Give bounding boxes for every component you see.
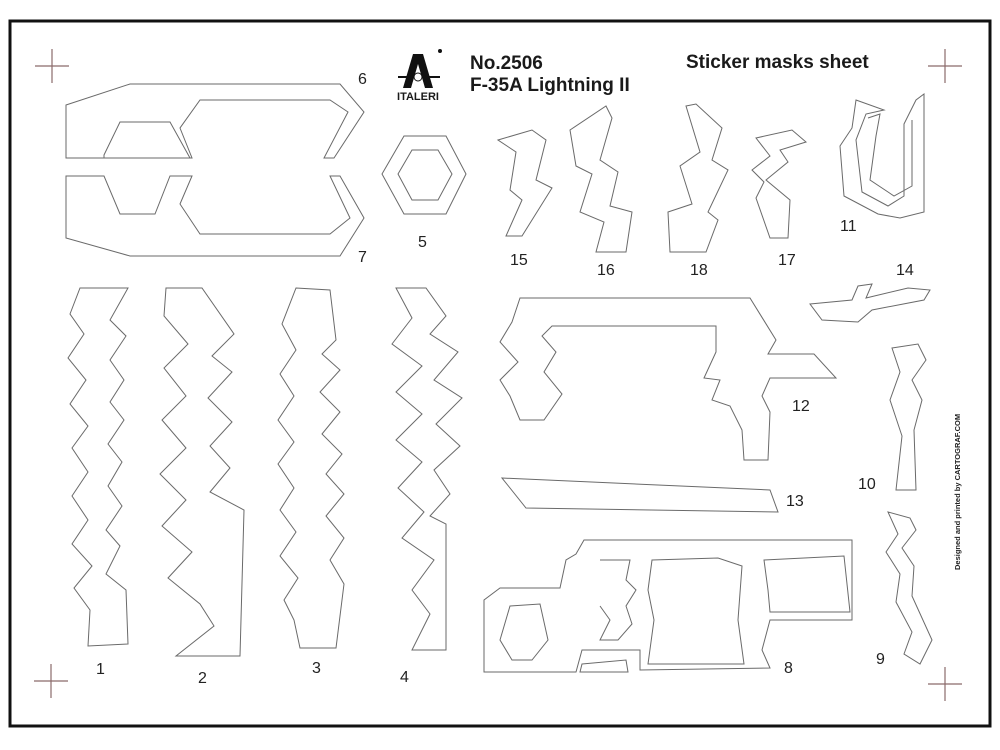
mask-8: 8 <box>483 539 853 677</box>
mask-12: 12 <box>499 297 838 461</box>
mask-14: 14 <box>809 262 931 323</box>
mask-label: 16 <box>597 262 615 279</box>
mask-15: 15 <box>496 129 553 269</box>
mask-3: 3 <box>277 287 345 677</box>
mask-label: 11 <box>840 218 857 235</box>
mask-label: 13 <box>786 493 804 510</box>
mask-17: 17 <box>751 129 808 269</box>
mask-label: 15 <box>510 252 528 269</box>
mask-label: 2 <box>198 670 207 687</box>
mask-label: 1 <box>96 661 105 678</box>
mask-label: 18 <box>690 262 708 279</box>
mask-18: 18 <box>667 103 729 279</box>
brand-text: ITALERI <box>397 91 439 103</box>
registration-marks <box>34 49 962 701</box>
mask-label: 8 <box>784 660 793 677</box>
mask-1: 1 <box>67 287 129 678</box>
sheet-border <box>8 19 992 728</box>
mask-label: 17 <box>778 252 796 269</box>
mask-label: 3 <box>312 660 321 677</box>
mask-label: 7 <box>358 249 367 266</box>
mask-label: 12 <box>792 398 810 415</box>
mask-11: 11 <box>839 93 925 235</box>
italeri-logo: ITALERI <box>397 49 442 103</box>
mask-9: 9 <box>876 511 933 668</box>
mask-6: 6 <box>65 71 367 159</box>
mask-16: 16 <box>569 105 633 279</box>
mask-2: 2 <box>159 287 245 687</box>
mask-label: 5 <box>418 234 427 251</box>
printer-credit: Designed and printed by CARTOGRAF.COM <box>953 414 962 570</box>
mask-label: 14 <box>896 262 914 279</box>
mask-13: 13 <box>500 477 804 513</box>
mask-label: 10 <box>858 476 876 493</box>
mask-label: 9 <box>876 651 885 668</box>
mask-label: 4 <box>400 669 409 686</box>
kit-number: No.2506 <box>470 53 543 74</box>
sheet-title: Sticker masks sheet <box>686 52 869 73</box>
kit-name: F-35A Lightning II <box>470 75 630 96</box>
mask-5: 5 <box>381 135 467 251</box>
mask-4: 4 <box>391 287 463 686</box>
mask-10: 10 <box>858 343 927 493</box>
mask-7: 7 <box>65 175 367 266</box>
mask-label: 6 <box>358 71 367 88</box>
